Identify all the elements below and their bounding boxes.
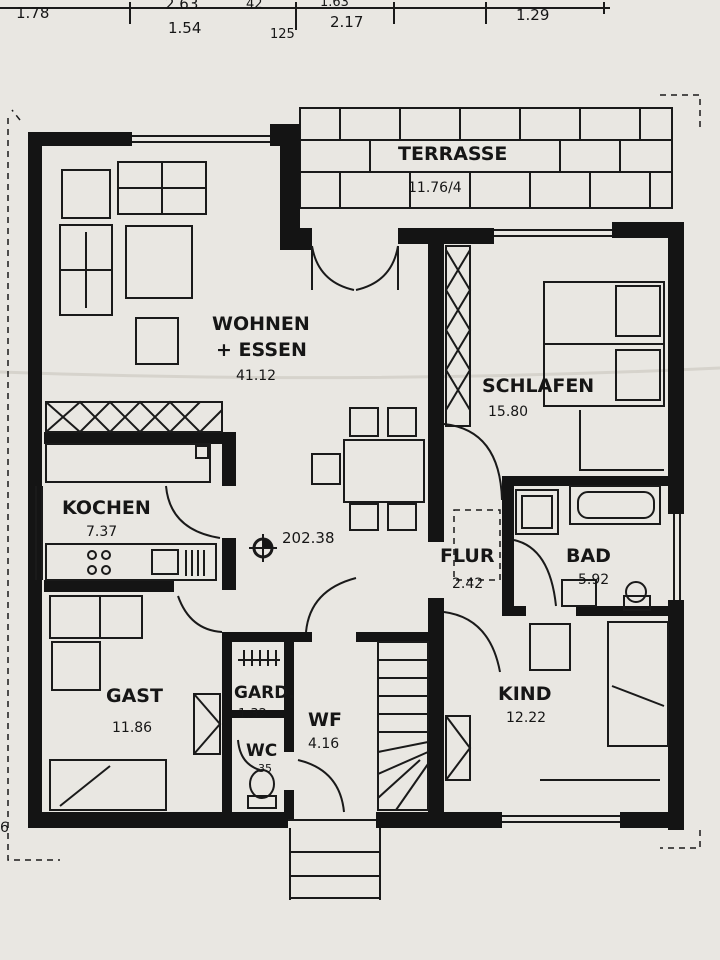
wall-north bbox=[28, 132, 132, 146]
room-name-terrasse: TERRASSE bbox=[398, 143, 507, 165]
guest-furniture bbox=[49, 595, 222, 811]
wall-south bbox=[620, 812, 684, 828]
dim-label: 1.29 bbox=[516, 6, 549, 24]
room-area-wf: 4.16 bbox=[308, 736, 339, 752]
room-area-schlafen: 15.80 bbox=[488, 404, 528, 420]
dimension-chain-top: 1.78 2.63 42 1.63 1.29 1.54 125 2.17 bbox=[0, 0, 610, 42]
wall-interior bbox=[428, 232, 444, 542]
dining-table bbox=[311, 407, 425, 531]
wall-wc bbox=[284, 632, 294, 752]
room-name-kochen: KOCHEN bbox=[62, 497, 151, 519]
wc-fixtures bbox=[237, 739, 277, 809]
wall-wardrobe bbox=[222, 632, 312, 642]
room-area-kochen: 7.37 bbox=[86, 524, 117, 540]
bath-fixtures bbox=[515, 485, 661, 611]
room-area-terrasse: 11.76/4 bbox=[408, 180, 462, 196]
roof-line bbox=[660, 830, 701, 849]
roof-line bbox=[660, 94, 701, 130]
wall-kitchen bbox=[222, 432, 236, 486]
kitchen-door-swing bbox=[165, 485, 221, 539]
wall-south bbox=[28, 812, 288, 828]
room-area-wc: 35 bbox=[258, 762, 272, 775]
dim-label: 1.78 bbox=[16, 4, 49, 22]
wall-terrace-corner bbox=[282, 228, 312, 250]
room-name-schlafen: SCHLAFEN bbox=[482, 375, 594, 397]
level-marker: 202.38 bbox=[249, 529, 335, 562]
wall-kitchen-north bbox=[44, 432, 234, 444]
windows bbox=[35, 135, 681, 823]
hall-closet bbox=[453, 509, 501, 581]
terrace-door bbox=[311, 245, 399, 291]
wc-door-swing bbox=[297, 759, 345, 813]
dim-label: 2.63 bbox=[165, 0, 198, 13]
wall-terrace-corner bbox=[280, 124, 300, 250]
walls bbox=[28, 124, 684, 830]
margin-number: 6 bbox=[0, 820, 9, 836]
kitchen-counter bbox=[45, 543, 217, 581]
stair-side-cabinet bbox=[445, 715, 472, 781]
wall-interior bbox=[428, 598, 444, 820]
kitchen-upper-cabinets bbox=[45, 400, 223, 483]
room-area-garderobe: 1.32 bbox=[238, 707, 267, 722]
guest-door-swing bbox=[177, 595, 223, 633]
dim-label: 1.63 bbox=[320, 0, 349, 10]
bath-door-swing bbox=[513, 539, 557, 607]
room-name-garderobe: GARD. bbox=[234, 683, 295, 703]
room-area-gast: 11.86 bbox=[112, 720, 152, 736]
wall-bath-west bbox=[502, 476, 514, 616]
room-name-gast: GAST bbox=[106, 685, 163, 707]
wall-kitchen-south bbox=[44, 580, 174, 592]
room-name-wf: WF bbox=[308, 709, 342, 731]
roof-line bbox=[7, 118, 60, 861]
room-area-wohnen: 41.12 bbox=[236, 368, 276, 384]
wall-bath-north bbox=[502, 476, 682, 486]
room-name-essen: + ESSEN bbox=[216, 339, 307, 361]
wall-east bbox=[668, 600, 684, 830]
wall-west bbox=[28, 136, 42, 826]
room-name-bad: BAD bbox=[566, 545, 611, 567]
room-name-wc: WC bbox=[246, 741, 277, 761]
room-area-bad: 5.92 bbox=[578, 572, 609, 588]
dim-label: 2.17 bbox=[330, 13, 363, 31]
wall-north-bedroom bbox=[612, 222, 684, 238]
wall-bath-south bbox=[502, 606, 526, 616]
level-value: 202.38 bbox=[282, 529, 335, 547]
room-name-kind: KIND bbox=[498, 683, 551, 705]
wall-wc bbox=[284, 790, 294, 820]
bedroom-door-swing bbox=[443, 423, 503, 501]
room-area-kind: 12.22 bbox=[506, 710, 546, 726]
child-door-swing bbox=[443, 611, 501, 673]
child-furniture bbox=[529, 621, 669, 781]
terrace-paving bbox=[299, 107, 673, 209]
wall-north-bedroom bbox=[398, 228, 494, 244]
dim-label: 125 bbox=[270, 27, 295, 42]
wardrobe-rail bbox=[238, 650, 280, 666]
wall-guest bbox=[222, 632, 232, 822]
bedroom-furniture bbox=[444, 245, 665, 471]
paper-fold bbox=[0, 366, 720, 380]
entrance-steps bbox=[289, 828, 381, 900]
dim-label: 42 bbox=[246, 0, 263, 12]
wall-stair bbox=[356, 632, 430, 642]
room-name-wohnen: WOHNEN bbox=[212, 313, 310, 335]
hall-door-swing bbox=[305, 577, 357, 633]
living-furniture bbox=[59, 161, 207, 365]
dim-label: 1.54 bbox=[168, 19, 201, 37]
wall-east bbox=[668, 222, 684, 514]
wall-wc bbox=[232, 710, 286, 718]
room-name-flur: FLUR bbox=[440, 545, 495, 567]
wall-kitchen bbox=[222, 538, 236, 590]
room-area-flur: 2.42 bbox=[452, 576, 483, 592]
staircase bbox=[377, 641, 429, 811]
